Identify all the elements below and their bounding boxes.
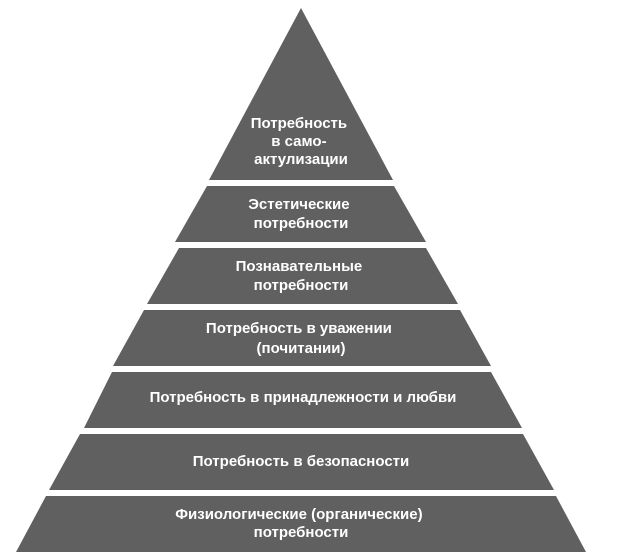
pyramid-tier-5-shape	[49, 434, 554, 490]
pyramid-tier-6: Физиологические (органические) потребнос…	[16, 496, 586, 552]
pyramid-tier-4-line-0: Потребность в принадлежности и любви	[150, 389, 457, 406]
pyramid-tier-1: Эстетические потребности	[175, 186, 426, 242]
pyramid-tier-0-line-1: в само-	[271, 133, 326, 150]
pyramid-tier-2-line-1: потребности	[254, 277, 349, 294]
pyramid-tier-4-label: Потребность в принадлежности и любви	[150, 389, 457, 406]
pyramid-tier-5: Потребность в безопасности	[49, 434, 554, 490]
pyramid-tier-6-shape	[16, 496, 586, 552]
pyramid-tier-0-label: Потребность в само- актулизации	[251, 115, 352, 168]
pyramid-tier-6-line-1: потребности	[254, 524, 349, 541]
pyramid-tier-6-line-0: Физиологические (органические)	[175, 506, 422, 523]
pyramid-tier-2-label: Познавательные потребности	[236, 258, 367, 294]
pyramid-tier-0-line-2: актулизации	[254, 151, 348, 168]
pyramid-tier-6-label: Физиологические (органические) потребнос…	[175, 506, 427, 541]
pyramid-tier-2-line-0: Познавательные	[236, 258, 363, 275]
pyramid-tier-2-shape	[147, 248, 458, 304]
pyramid-tier-3-label: Потребность в уважении (почитании)	[206, 320, 396, 357]
pyramid-tier-3: Потребность в уважении (почитании)	[113, 310, 491, 366]
pyramid-tier-1-label: Эстетические потребности	[248, 196, 354, 232]
pyramid-tier-2: Познавательные потребности	[147, 248, 458, 304]
pyramid-tier-0-line-0: Потребность	[251, 115, 347, 132]
pyramid-tier-1-shape	[175, 186, 426, 242]
pyramid-tier-3-line-1: (почитании)	[257, 340, 346, 357]
pyramid-tier-5-line-0: Потребность в безопасности	[193, 453, 410, 470]
pyramid-tier-0: Потребность в само- актулизации	[209, 8, 393, 180]
pyramid-tier-4: Потребность в принадлежности и любви	[84, 372, 522, 428]
pyramid-tier-1-line-1: потребности	[254, 215, 349, 232]
pyramid-tier-1-line-0: Эстетические	[248, 196, 349, 213]
pyramid-tier-5-label: Потребность в безопасности	[193, 453, 410, 470]
pyramid-tier-4-shape	[84, 372, 522, 428]
pyramid-tier-3-shape	[113, 310, 491, 366]
pyramid-apex-shape	[209, 8, 393, 180]
pyramid-tier-3-line-0: Потребность в уважении	[206, 320, 392, 337]
